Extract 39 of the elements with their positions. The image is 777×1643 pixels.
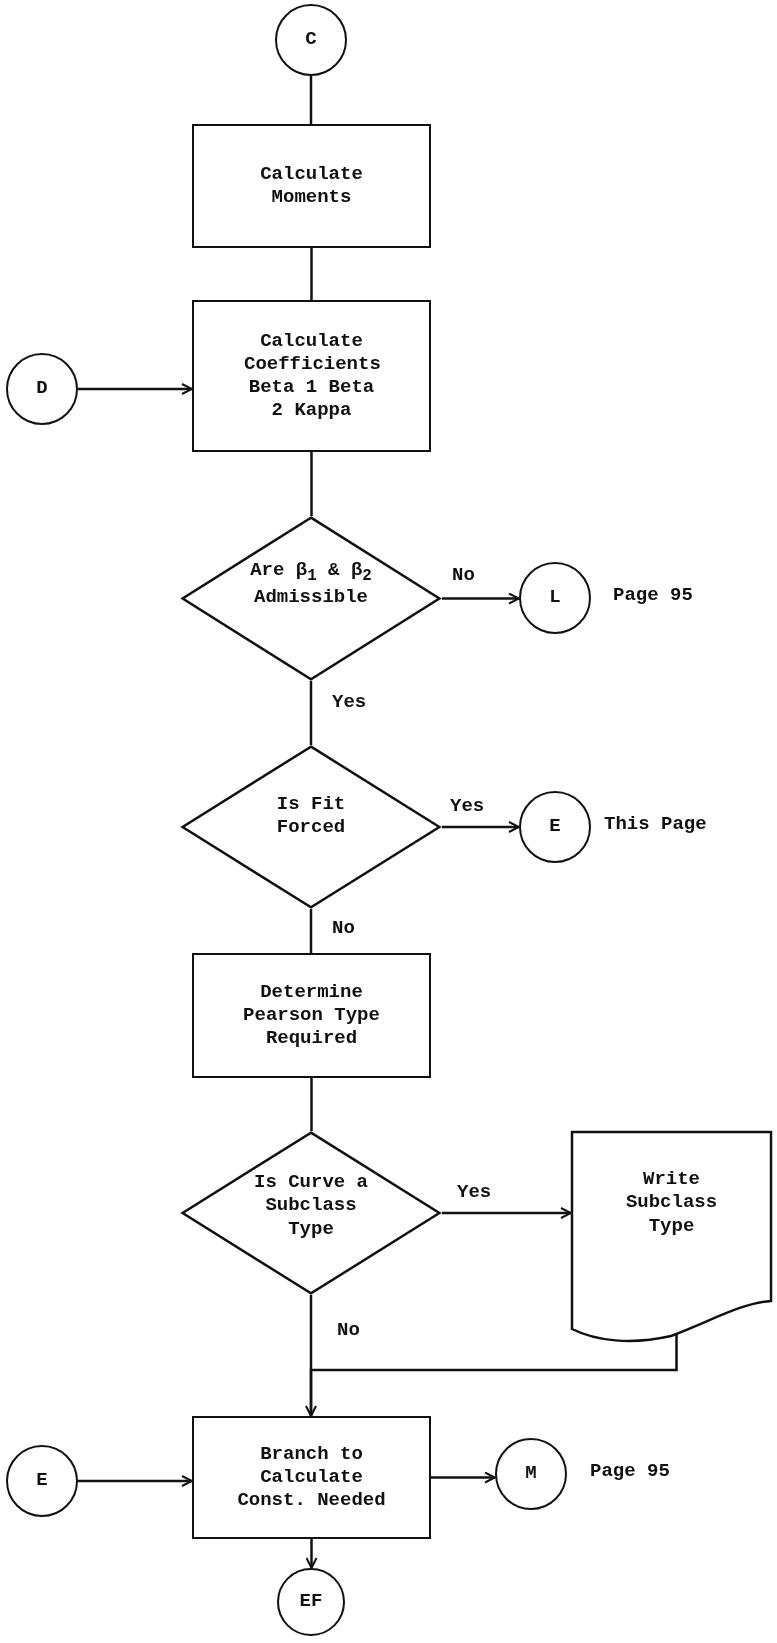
connector-label: EF	[298, 1590, 324, 1614]
connector-label: M	[524, 1462, 538, 1486]
decision-diamond	[180, 1131, 442, 1295]
node-text: Write Subclass Type	[624, 1168, 719, 1239]
node-text: Calculate Coefficients Beta 1 Beta 2 Kappa	[243, 329, 382, 423]
node-text: Is Fit Forced	[275, 792, 347, 840]
node-text: Determine Pearson Type Required	[242, 980, 381, 1051]
arrow	[305, 1539, 318, 1569]
node-text: Calculate Moments	[259, 162, 364, 210]
process-box	[192, 124, 431, 248]
arrow	[442, 821, 520, 833]
process-box	[192, 300, 431, 452]
decision-diamond	[180, 745, 442, 909]
process-box	[192, 1416, 431, 1539]
page-reference: Page 95	[613, 584, 693, 606]
connector-line	[309, 681, 313, 745]
page-reference: This Page	[604, 813, 707, 835]
connector-line	[310, 452, 313, 516]
connector-line	[309, 909, 313, 953]
arrow	[431, 1471, 496, 1484]
connector-label: D	[35, 377, 49, 401]
connector-line	[309, 76, 313, 124]
arrow	[442, 592, 520, 605]
node-text: Are β$_{1}$ & β$_{2}$ Admissible	[249, 559, 373, 611]
connector-line	[310, 248, 313, 300]
document-shape	[571, 1131, 772, 1345]
connector-line	[310, 1078, 313, 1131]
connector-label: E	[35, 1469, 49, 1493]
arrow	[78, 383, 193, 395]
decision-diamond	[180, 516, 442, 681]
process-box	[192, 953, 431, 1078]
node-text: Is Curve a Subclass Type	[253, 1171, 369, 1242]
connector-label: L	[548, 586, 562, 610]
page-reference: Page 95	[590, 1460, 670, 1482]
node-text: Branch to Calculate Const. Needed	[236, 1442, 387, 1513]
connector-label: E	[548, 815, 562, 839]
arrow	[442, 1207, 572, 1219]
connector-label: C	[304, 28, 318, 52]
arrow	[78, 1475, 193, 1487]
